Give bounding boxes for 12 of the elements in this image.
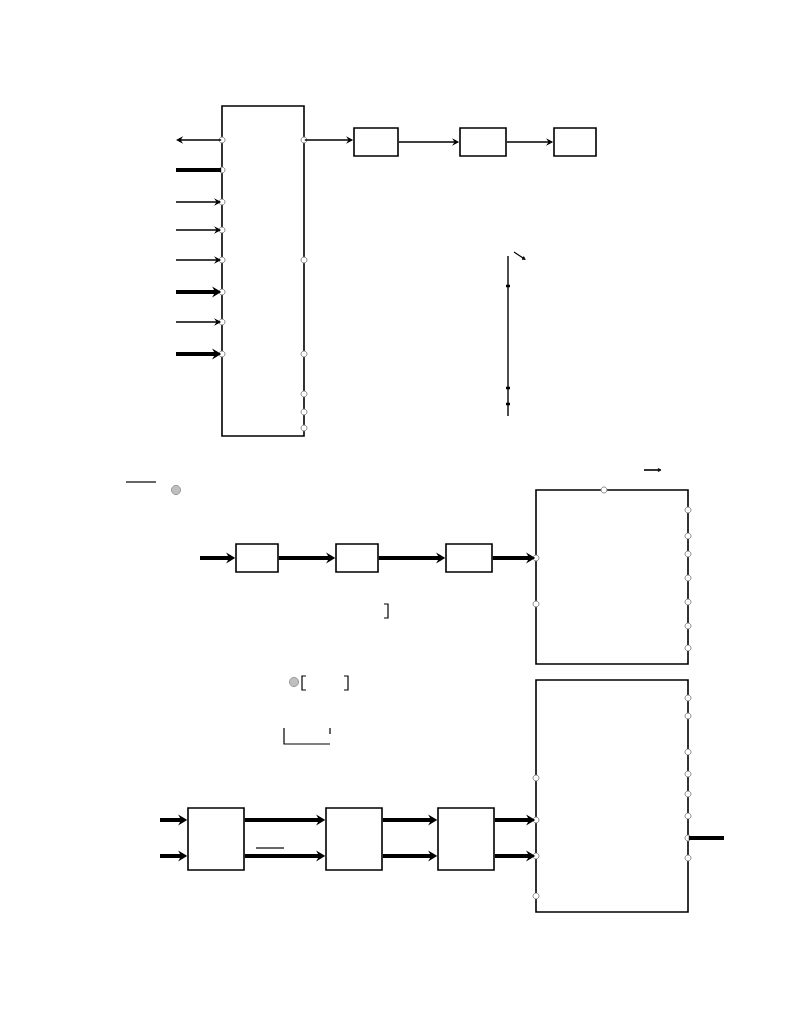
block bbox=[532, 679, 692, 913]
block bbox=[235, 543, 279, 573]
block bbox=[553, 127, 597, 157]
block bbox=[335, 543, 379, 573]
block bbox=[353, 127, 399, 157]
block bbox=[437, 807, 495, 871]
block bbox=[187, 807, 245, 871]
block bbox=[325, 807, 383, 871]
block bbox=[459, 127, 507, 157]
block bbox=[532, 486, 692, 665]
block bbox=[218, 105, 308, 437]
block bbox=[445, 543, 493, 573]
